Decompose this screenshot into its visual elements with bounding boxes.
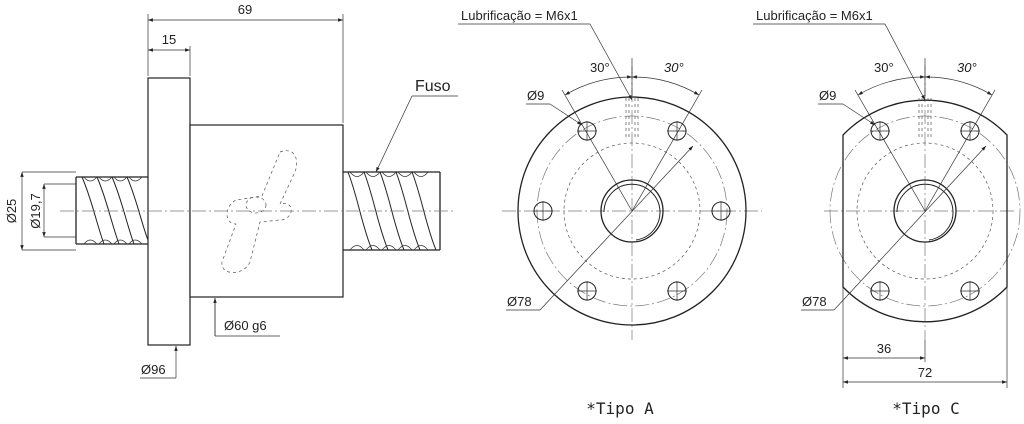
side-view: 69 15 Ø25 Ø19,7 Ø60 g6 Ø96 Fuso [4,2,458,379]
angle-right: 30° [664,60,684,75]
screw-left [75,176,149,245]
angle-left: 30° [874,60,894,75]
bore [893,179,957,243]
bolt-holes [533,121,731,301]
bolt-circle: Ø78 [802,294,827,309]
return-tube-hidden [221,150,297,273]
label-screw: Fuso [415,78,451,95]
caption-tipo-c: *Tipo C [892,399,959,418]
hole-dia: Ø9 [819,88,836,103]
dim-body: Ø60 g6 [224,318,267,333]
dim-screw-outer: Ø25 [4,199,19,224]
bolt-holes [870,121,980,301]
dim-screw-root: Ø19,7 [28,193,43,228]
lubrication-label: Lubrificação = M6x1 [461,8,578,23]
bolt-circle: Ø78 [507,294,532,309]
dim-length: 69 [238,2,252,17]
lubrication-label: Lubrificação = M6x1 [756,8,873,23]
tipo-a-view: Lubrificação = M6x1 30° 30° Ø9 Ø78 *Tipo… [458,8,762,418]
dim-half-width: 36 [877,341,891,356]
angle-left: 30° [590,60,610,75]
dim-flange-dia: Ø96 [141,362,166,377]
dim-flange: 15 [162,32,176,47]
caption-tipo-a: *Tipo A [586,399,654,418]
flange [147,77,191,346]
angle-right: 30° [957,60,977,75]
tipo-c-view: Lubrificação = M6x1 30° 30° Ø9 Ø78 36 72… [753,8,1021,418]
bore [600,179,664,243]
hole-dia: Ø9 [527,88,544,103]
flange-outline [517,96,747,326]
dim-width: 72 [918,365,932,380]
